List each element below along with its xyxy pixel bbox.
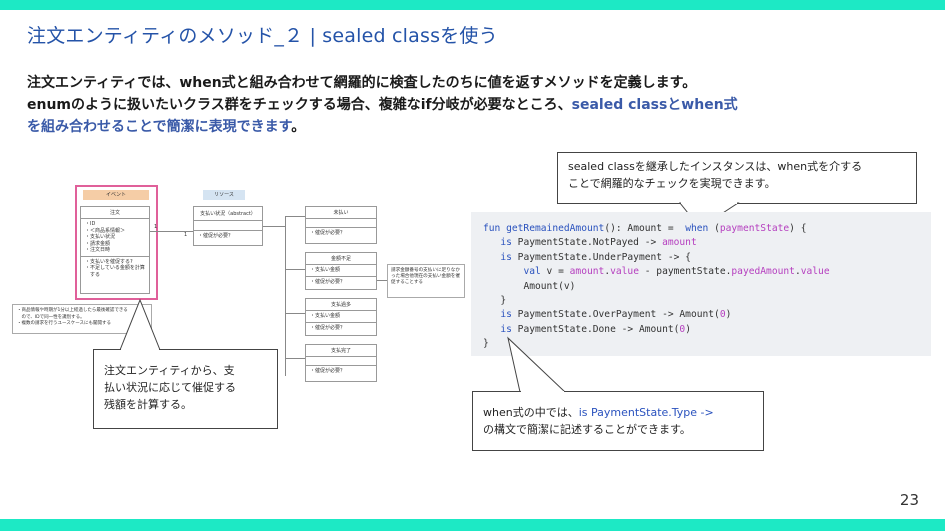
callout-top-right: sealed classを継承したインスタンスは、when式を介する ことで網羅… bbox=[557, 152, 917, 204]
event-header: イベント bbox=[83, 190, 149, 200]
order-methods: ・支払いを催促する? ・不足している金額を計算 する bbox=[81, 257, 149, 281]
code-line-5: Amount(v) bbox=[523, 280, 576, 292]
order-class-title: 注文 bbox=[81, 207, 149, 219]
code-line-2: is PaymentState.NotPayed -> amount bbox=[500, 237, 697, 249]
subtype-title: 未払い bbox=[306, 207, 376, 219]
subtype-attr: ・支払い金額 bbox=[306, 265, 376, 277]
subtype-title: 支払過多 bbox=[306, 299, 376, 311]
order-method: ・不足している金額を計算 bbox=[85, 265, 145, 271]
callout-bottom-highlight: is PaymentState.Type -> bbox=[578, 406, 714, 419]
code-line-4: val v = amount.value - paymentState.paye… bbox=[523, 266, 830, 278]
callout-bottom-line-2: の構文で簡潔に記述することができます。 bbox=[483, 423, 691, 436]
bottom-accent-bar bbox=[0, 519, 945, 531]
subtype-method: ・催促が必要？ bbox=[310, 278, 346, 285]
note-connector bbox=[377, 280, 387, 281]
callout-left-line: 残額を計算する。 bbox=[104, 398, 192, 411]
intro-line-2: enumのように扱いたいクラス群をチェックする場合、複雑なif分岐が必要なところ… bbox=[27, 94, 927, 116]
callout-left-line: 注文エンティティから、支 bbox=[104, 364, 235, 377]
order-class-box: 注文 ・ID ・＜商品系情報＞ ・支払い状況 ・請求金額 ・注文日時 ・支払いを… bbox=[80, 206, 150, 294]
subtype-box-unpaid: 未払い ・催促が必要？ bbox=[305, 206, 377, 244]
intro-line-1: 注文エンティティでは、when式と組み合わせて網羅的に検査したのちに値を返すメソ… bbox=[27, 75, 697, 91]
class-diagram: イベント リソース 注文 ・ID ・＜商品系情報＞ ・支払い状況 ・請求金額 ・… bbox=[0, 180, 470, 440]
order-attr: ・注文日時 bbox=[85, 247, 111, 253]
multiplicity-right: 1 bbox=[184, 232, 188, 238]
inheritance-branch bbox=[285, 216, 305, 217]
order-attributes: ・ID ・＜商品系情報＞ ・支払い状況 ・請求金額 ・注文日時 bbox=[81, 219, 149, 257]
note-left-line: ・複数の請求を行うユースケースにも聞開する bbox=[17, 321, 112, 326]
code-block: fun getRemainedAmount(): Amount = when (… bbox=[471, 212, 931, 356]
order-method: ・支払いを催促する? bbox=[85, 258, 133, 265]
resource-header: リソース bbox=[203, 190, 245, 200]
association-line bbox=[150, 231, 193, 232]
inheritance-branch bbox=[285, 313, 305, 314]
multiplicity-left: 1 bbox=[154, 224, 158, 230]
payment-status-title: 支払い状況（abstract） bbox=[194, 207, 262, 221]
subtype-box-overpayment: 支払過多 ・支払い金額 ・催促が必要？ bbox=[305, 298, 377, 336]
top-accent-bar bbox=[0, 0, 945, 10]
intro-end: 。 bbox=[291, 119, 306, 135]
subtype-box-done: 支払完了 ・催促が必要？ bbox=[305, 344, 377, 382]
payment-status-class-box: 支払い状況（abstract） ・催促が必要？ bbox=[193, 206, 263, 246]
callout-top-right-line: ことで網羅的なチェックを実現できます。 bbox=[568, 177, 776, 190]
order-attr: ・＜商品系情報＞ bbox=[85, 227, 126, 234]
intro-highlight-b: を組み合わせることで簡潔に表現できます bbox=[27, 119, 292, 135]
code-line-3: is PaymentState.UnderPayment -> { bbox=[500, 251, 691, 263]
subtype-title: 支払完了 bbox=[306, 345, 376, 357]
callout-top-right-line: sealed classを継承したインスタンスは、when式を介する bbox=[568, 160, 863, 173]
inheritance-trunk bbox=[285, 216, 286, 376]
note-right: 請求金額番号の支払いに足りなかった場合他現在の支払い金額を催促することする bbox=[387, 264, 465, 298]
subtype-attr: ・支払い金額 bbox=[306, 311, 376, 323]
callout-bottom-line-1: when式の中では、is PaymentState.Type -> bbox=[483, 406, 714, 419]
subtype-box-underpayment: 金額不足 ・支払い金額 ・催促が必要？ bbox=[305, 252, 377, 290]
payment-status-method: ・催促が必要？ bbox=[198, 233, 234, 239]
subtype-title: 金額不足 bbox=[306, 253, 376, 265]
note-right-text: 請求金額番号の支払いに足りなかった場合他現在の支払い金額を催促することする bbox=[391, 268, 460, 285]
subtype-method: ・催促が必要？ bbox=[310, 368, 346, 374]
inheritance-branch bbox=[285, 358, 305, 359]
subtype-method: ・催促が必要？ bbox=[310, 230, 346, 236]
slide-title: 注文エンティティのメソッド_２ | sealed classを使う bbox=[27, 25, 498, 47]
code-line-7: is PaymentState.OverPayment -> Amount(0) bbox=[500, 309, 732, 321]
order-attr: ・請求金額 bbox=[85, 240, 111, 247]
callout-left-line: 払い状況に応じて催促する bbox=[104, 381, 236, 394]
code-line-6: } bbox=[500, 295, 507, 307]
note-left-line: ので、IDで同一性を識別する。 bbox=[17, 314, 85, 320]
order-attr: ・支払い状況 bbox=[85, 234, 116, 240]
note-left-line: ・商品情報や時期が1分以上経過したら最後確認できる bbox=[17, 308, 128, 313]
intro-text: 注文エンティティでは、when式と組み合わせて網羅的に検査したのちに値を返すメソ… bbox=[27, 72, 927, 138]
code-line-9: } bbox=[483, 338, 489, 350]
intro-line-3: を組み合わせることで簡潔に表現できます。 bbox=[27, 116, 927, 138]
code-line-8: is PaymentState.Done -> Amount(0) bbox=[500, 323, 691, 335]
subtype-method: ・催促が必要？ bbox=[310, 324, 346, 331]
intro-line-2-text: enumのように扱いたいクラス群をチェックする場合、複雑なif分岐が必要なところ… bbox=[27, 97, 572, 113]
intro-highlight-a: sealed classとwhen式 bbox=[571, 97, 738, 113]
inheritance-line bbox=[263, 226, 285, 227]
page-number: 23 bbox=[899, 491, 919, 509]
code-line-1: fun getRemainedAmount(): Amount = when (… bbox=[483, 223, 807, 234]
callout-left: 注文エンティティから、支 払い状況に応じて催促する 残額を計算する。 bbox=[93, 349, 278, 429]
order-attr: ・ID bbox=[85, 221, 96, 227]
order-method: する bbox=[90, 271, 101, 278]
callout-bottom: when式の中では、is PaymentState.Type -> の構文で簡潔… bbox=[472, 391, 764, 451]
inheritance-branch bbox=[285, 269, 305, 270]
